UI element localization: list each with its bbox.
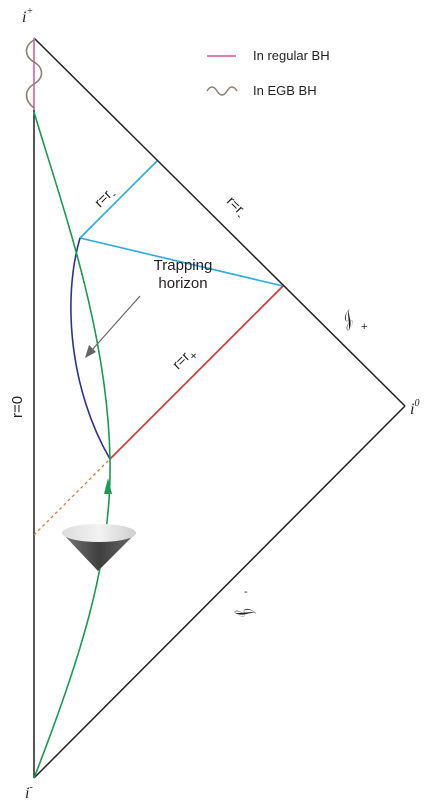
svg-text:r=r-: r=r-	[91, 184, 120, 213]
legend-regular-label: In regular BH	[253, 48, 330, 63]
svg-text:𝒥: 𝒥	[336, 307, 361, 332]
legend-egb-label: In EGB BH	[253, 83, 317, 98]
trapping-pointer-arrowhead	[85, 345, 96, 358]
past-null-infinity-sup: -	[244, 586, 248, 598]
legend-egb-swatch	[206, 86, 238, 96]
collapsing-worldline	[33, 111, 111, 779]
dashed-extension	[33, 458, 111, 536]
trapping-horizon-label-line1: Trapping	[154, 257, 213, 274]
worldline-arrowhead	[104, 478, 112, 494]
past-timelike-infinity-label: i-	[25, 782, 33, 802]
past-null-boundary	[33, 405, 406, 779]
light-cone-icon	[62, 524, 136, 571]
past-null-infinity-label: 𝒥	[233, 600, 258, 625]
event-horizon	[109, 285, 284, 460]
svg-text:r=0: r=0	[9, 396, 26, 418]
event-horizon-label: r=r+	[169, 343, 201, 375]
inner-horizon-right	[79, 237, 284, 287]
egb-bh-singularity-wave	[25, 39, 43, 109]
spatial-infinity-label: i0	[410, 398, 419, 418]
inner-horizon-right-label: r=r-	[221, 193, 250, 222]
future-null-infinity-sup: +	[361, 321, 367, 333]
svg-text:r=r-: r=r-	[221, 193, 250, 222]
future-timelike-infinity-label: i+	[22, 6, 33, 26]
svg-text:r=r+: r=r+	[169, 343, 201, 375]
inner-horizon-upper-label: r=r-	[91, 184, 120, 213]
inner-horizon-upper	[79, 160, 158, 239]
trapping-horizon-label-line2: horizon	[158, 275, 207, 292]
future-null-infinity-label: 𝒥	[336, 307, 361, 332]
trapping-horizon-curve	[70, 237, 111, 460]
axis-label: r=0	[9, 396, 26, 418]
trapping-pointer-arrow	[91, 295, 141, 351]
future-null-boundary	[33, 37, 406, 407]
svg-text:𝒥: 𝒥	[233, 600, 258, 625]
